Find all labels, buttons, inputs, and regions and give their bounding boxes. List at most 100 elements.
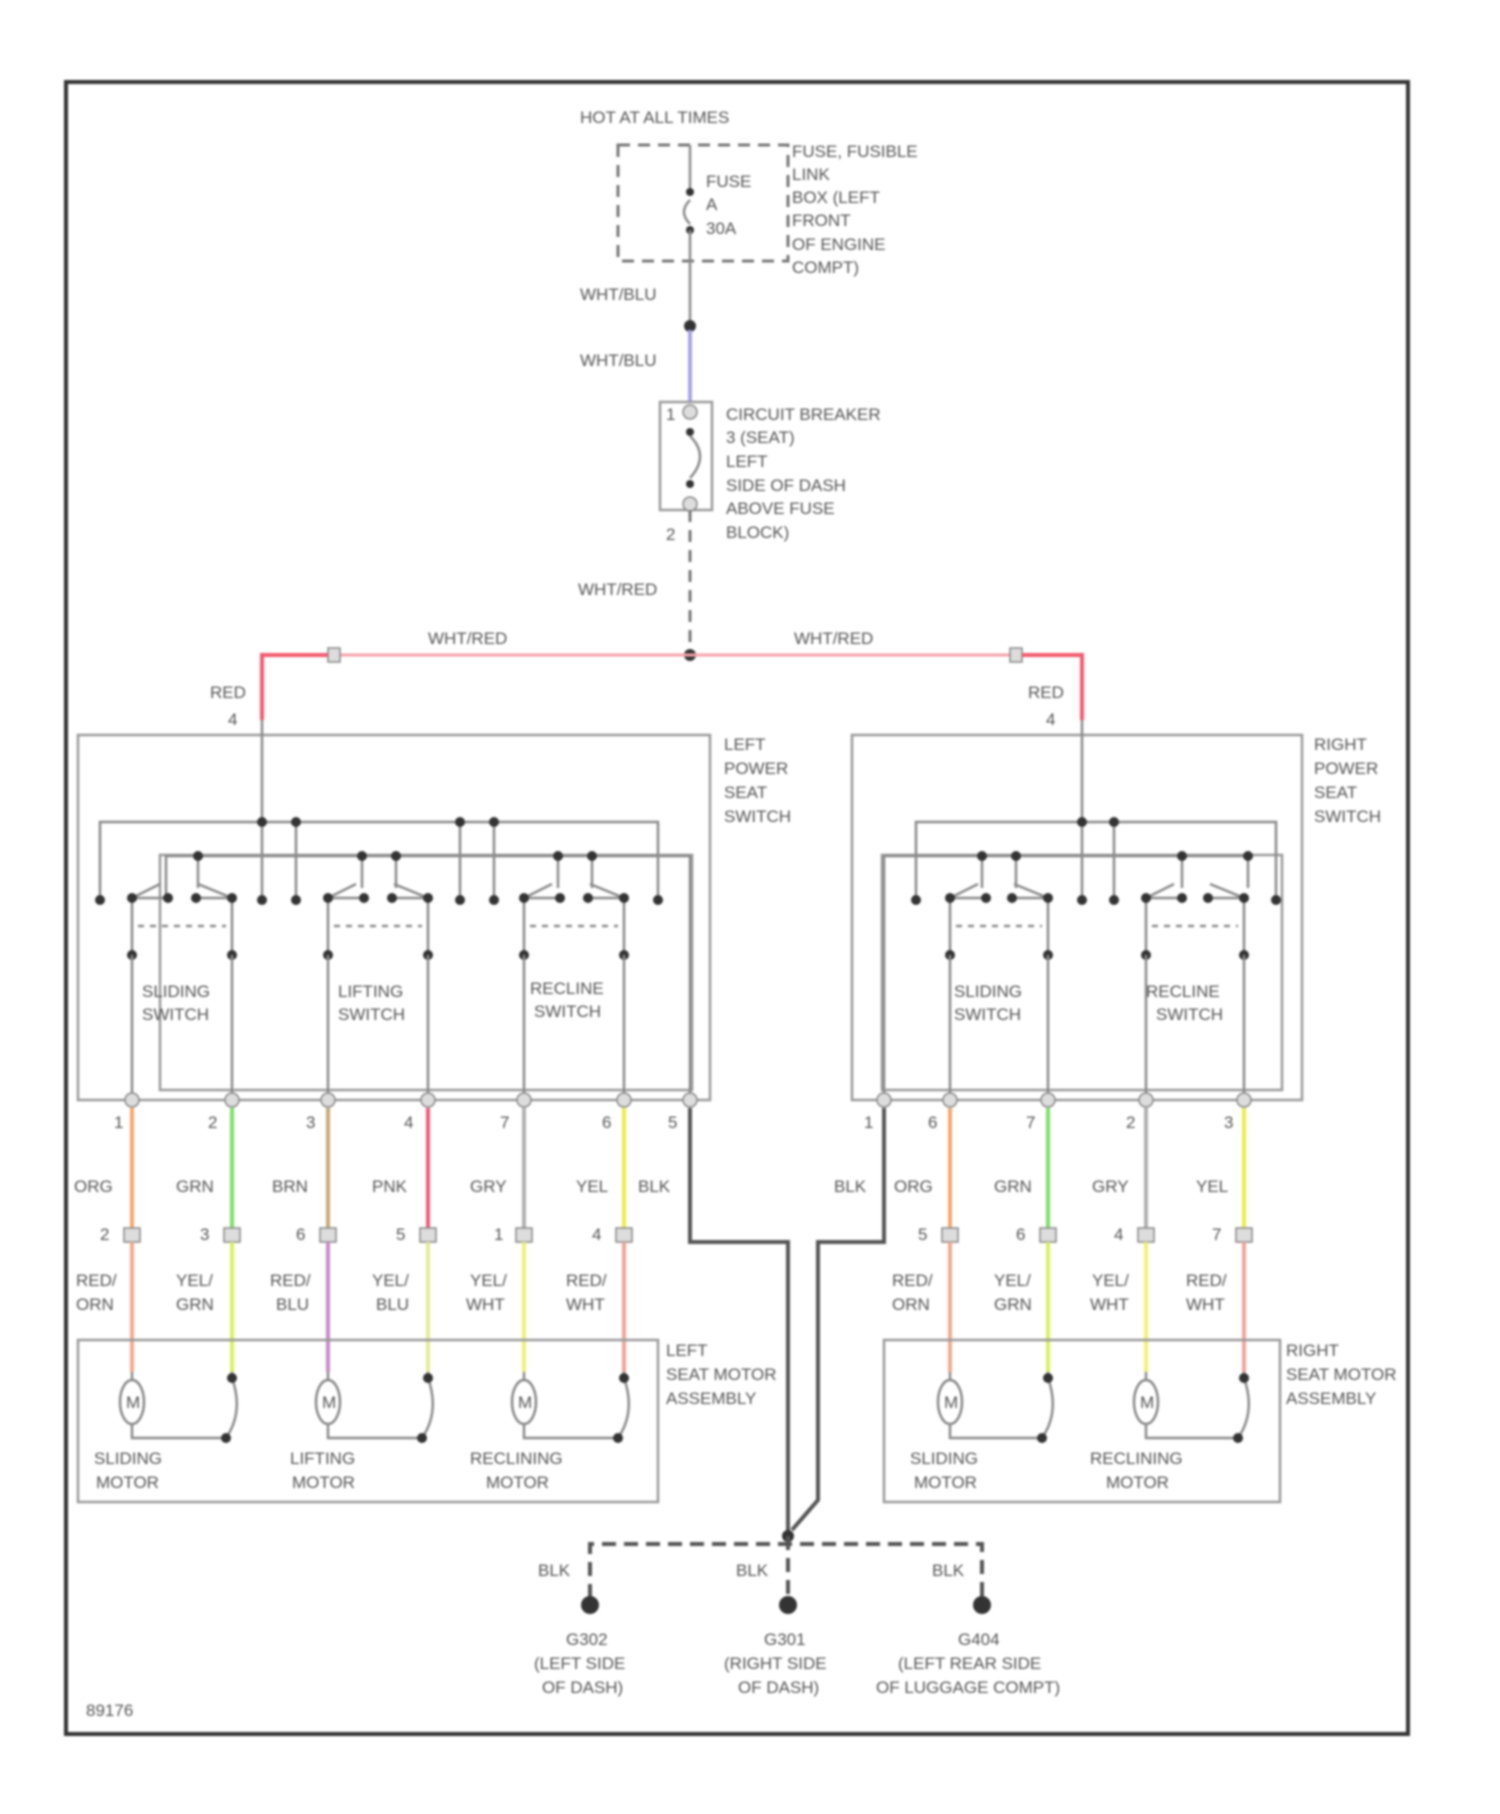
right-switch-pin-3: 7 — [1026, 1113, 1035, 1132]
left-switch-pin-6: 6 — [602, 1113, 611, 1132]
fuse-location-6: COMPT) — [792, 258, 859, 277]
left-lower-wire-1a: RED/ — [76, 1271, 117, 1290]
connector-left-feed — [328, 648, 340, 662]
right-connector-pin-1: 5 — [918, 1225, 927, 1244]
right-wire-label-2: ORG — [894, 1177, 933, 1196]
left-switch-label-4: SWITCH — [724, 807, 791, 826]
breaker-terminal-bottom — [683, 497, 697, 511]
breaker-label-4: SIDE OF DASH — [726, 476, 846, 495]
right-sliding-switch-label-1: SLIDING — [954, 982, 1022, 1001]
left-connector-pin-3: 6 — [296, 1225, 305, 1244]
wire-label-wht-red-right: WHT/RED — [794, 629, 873, 648]
breaker-label-3: LEFT — [726, 452, 768, 471]
right-sliding-switch-label-2: SWITCH — [954, 1005, 1021, 1024]
right-switch-label-1: RIGHT — [1314, 735, 1367, 754]
right-sliding-motor-label-1: SLIDING — [910, 1449, 978, 1468]
wire-left-blk — [690, 1108, 788, 1536]
left-switch-pin-2: 2 — [208, 1113, 217, 1132]
left-lower-wire-4b: BLU — [376, 1295, 409, 1314]
left-wire-label-7: BLK — [638, 1177, 671, 1196]
right-switch-pin-4: 2 — [1126, 1113, 1135, 1132]
right-reclining-motor-label-1: RECLINING — [1090, 1449, 1183, 1468]
connector-right-feed — [1010, 648, 1022, 662]
right-sliding-motor-label-2: MOTOR — [914, 1473, 977, 1492]
left-motor-box — [78, 1340, 658, 1502]
right-reclining-motor-label-2: MOTOR — [1106, 1473, 1169, 1492]
breaker-contact-top — [686, 428, 694, 436]
left-lower-wire-2a: YEL/ — [176, 1271, 213, 1290]
ground-g302-label-1: G302 — [566, 1630, 608, 1649]
right-lower-wire-3a: YEL/ — [1092, 1271, 1129, 1290]
right-motor-assembly-label-1: RIGHT — [1286, 1341, 1339, 1360]
left-lower-wire-5b: WHT — [466, 1295, 505, 1314]
left-lifting-switch-label-1: LIFTING — [338, 982, 403, 1001]
ground-g302-label-3: OF DASH) — [542, 1678, 623, 1697]
fuse-location-5: OF ENGINE — [792, 235, 886, 254]
wire-right-blk — [792, 1108, 884, 1530]
fuse-location-4: FRONT — [792, 211, 851, 230]
ground-wire-label-1: BLK — [538, 1561, 571, 1580]
left-reclining-motor-label-1: RECLINING — [470, 1449, 563, 1468]
breaker-pin-bottom: 2 — [666, 525, 675, 544]
ground-point-g302 — [581, 1596, 599, 1614]
right-connector-pin-3: 4 — [1114, 1225, 1123, 1244]
left-lower-wire-3b: BLU — [276, 1295, 309, 1314]
left-lower-wire-3a: RED/ — [270, 1271, 311, 1290]
left-motor-assembly-label-3: ASSEMBLY — [666, 1389, 756, 1408]
right-wire-label-5: YEL — [1196, 1177, 1228, 1196]
left-lower-wire-6b: WHT — [566, 1295, 605, 1314]
right-switch-label-4: SWITCH — [1314, 807, 1381, 826]
left-switch-label-1: LEFT — [724, 735, 766, 754]
right-motor-symbol-1: M — [944, 1393, 958, 1412]
fuse-a-symbol — [684, 145, 694, 322]
ground-g404-label-1: G404 — [958, 1630, 1000, 1649]
left-wire-label-2: GRN — [176, 1177, 214, 1196]
left-sliding-switch-label-2: SWITCH — [142, 1005, 209, 1024]
right-wire-label-3: GRN — [994, 1177, 1032, 1196]
left-motor-symbol-1: M — [126, 1393, 140, 1412]
left-lower-wire-1b: ORN — [76, 1295, 114, 1314]
right-lower-wire-2b: GRN — [994, 1295, 1032, 1314]
left-sliding-motor-label-1: SLIDING — [94, 1449, 162, 1468]
right-seat-motor-assembly: M M SLIDING MOTOR RECLINING MOTOR — [884, 1340, 1280, 1502]
left-recline-switch-label-1: RECLINE — [530, 979, 604, 998]
left-switch-pin-4: 4 — [404, 1113, 413, 1132]
wire-label-wht-blu-1: WHT/BLU — [580, 285, 657, 304]
left-power-seat-switch: SLIDING SWITCH LIFTING SWITCH RECLINE SW… — [78, 720, 710, 1100]
left-connector-pin-2: 3 — [200, 1225, 209, 1244]
fuse-location-2: LINK — [792, 165, 830, 184]
right-lower-wire-4a: RED/ — [1186, 1271, 1227, 1290]
ground-g404-label-3: OF LUGGAGE COMPT) — [876, 1678, 1060, 1697]
left-switch-label-3: SEAT — [724, 783, 767, 802]
ground-g301-label-1: G301 — [764, 1630, 806, 1649]
right-feed-wire-label: RED — [1028, 683, 1064, 702]
left-switch-pin-3: 3 — [306, 1113, 315, 1132]
fuse-location-1: FUSE, FUSIBLE — [792, 142, 918, 161]
left-wire-label-6: YEL — [576, 1177, 608, 1196]
left-switch-pin-1: 1 — [114, 1113, 123, 1132]
left-connector-pin-1: 2 — [100, 1225, 109, 1244]
left-sliding-switch-label-1: SLIDING — [142, 982, 210, 1001]
fuse-label-1: FUSE — [706, 172, 751, 191]
ground-point-g404 — [973, 1596, 991, 1614]
wire-label-wht-blu-2: WHT/BLU — [580, 351, 657, 370]
right-wire-label-4: GRY — [1092, 1177, 1129, 1196]
wire-red-left-feed — [262, 655, 328, 720]
right-recline-switch-label-1: RECLINE — [1146, 982, 1220, 1001]
breaker-label-5: ABOVE FUSE — [726, 499, 835, 518]
left-feed-pin: 4 — [228, 710, 237, 729]
right-switch-box — [852, 735, 1302, 1100]
left-connector-pin-4: 5 — [396, 1225, 405, 1244]
left-lower-wire-4a: YEL/ — [372, 1271, 409, 1290]
right-wire-label-1: BLK — [834, 1177, 867, 1196]
left-connector-pin-6: 4 — [592, 1225, 601, 1244]
ground-wire-label-2: BLK — [736, 1561, 769, 1580]
breaker-contact-bottom — [686, 480, 694, 488]
right-motor-assembly-label-3: ASSEMBLY — [1286, 1389, 1376, 1408]
left-motor-symbol-2: M — [322, 1393, 336, 1412]
fuse-box-outline — [618, 145, 788, 261]
right-feed-pin: 4 — [1046, 710, 1055, 729]
diagram-frame — [66, 82, 1408, 1734]
left-lower-wire-5a: YEL/ — [470, 1271, 507, 1290]
